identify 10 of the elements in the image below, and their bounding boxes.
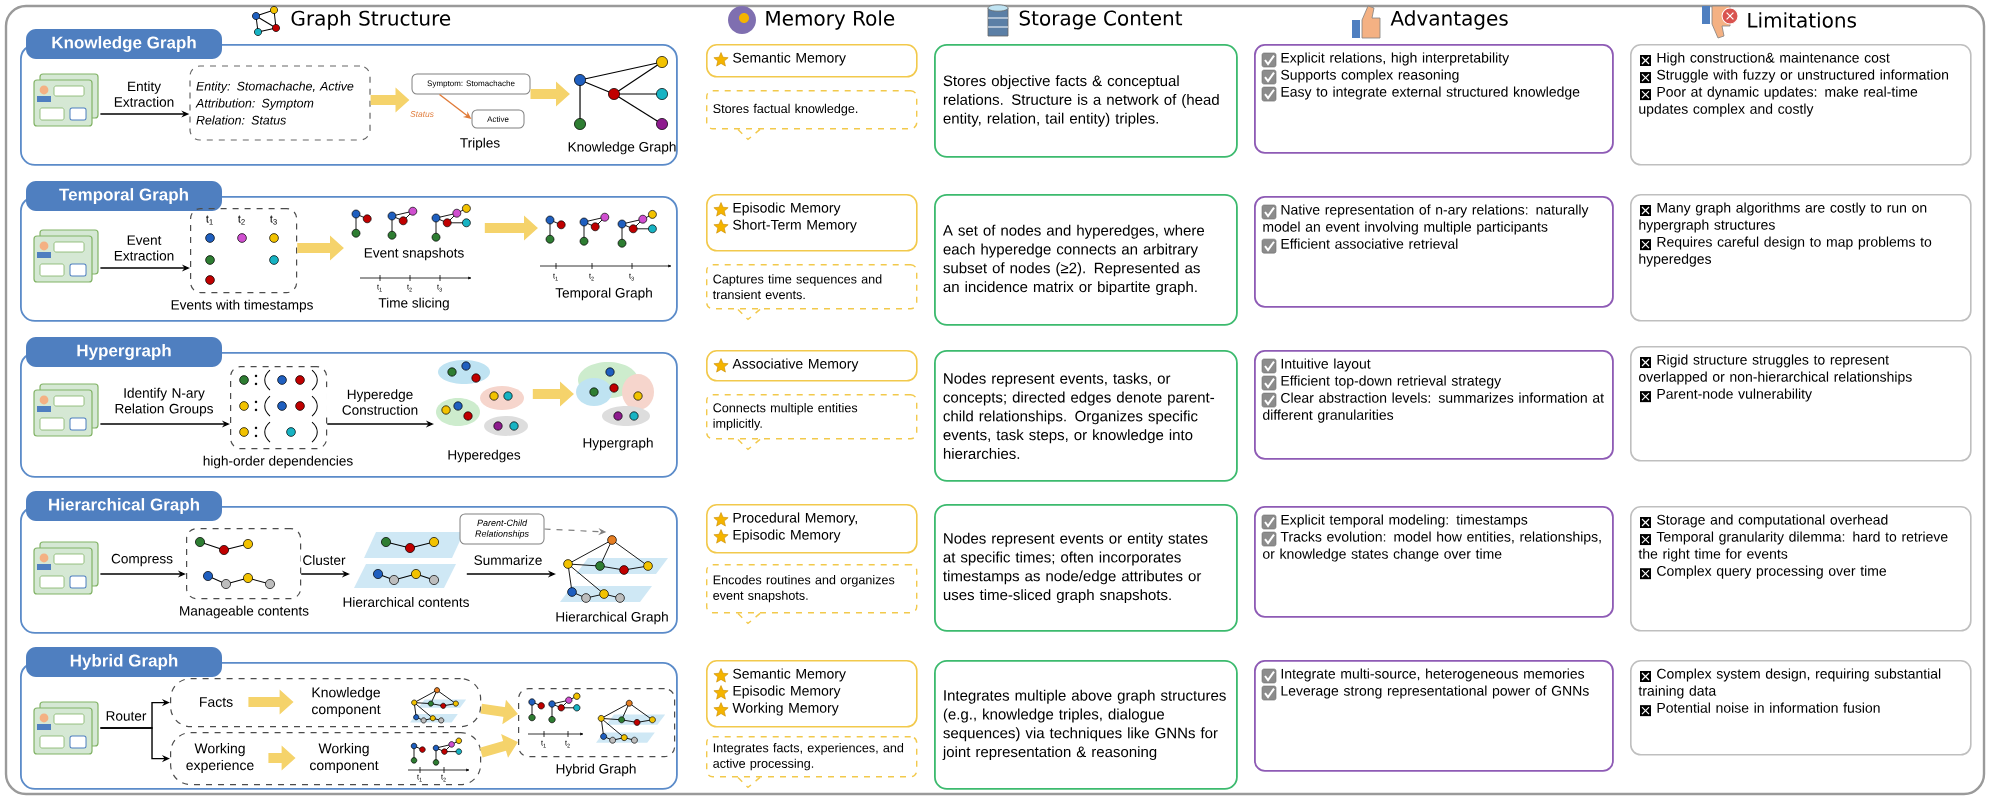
column-header: Memory Role — [766, 10, 895, 30]
user-document-icon — [33, 229, 99, 283]
user-document-icon — [33, 383, 99, 437]
column-header: Graph Structure — [291, 10, 451, 30]
user-document-icon — [33, 541, 99, 595]
block-arrow — [479, 733, 518, 758]
user-document-icon — [33, 73, 99, 127]
dashed-group-box — [170, 732, 482, 786]
user-document-icon — [33, 701, 99, 755]
dashed-group-box — [170, 678, 482, 728]
